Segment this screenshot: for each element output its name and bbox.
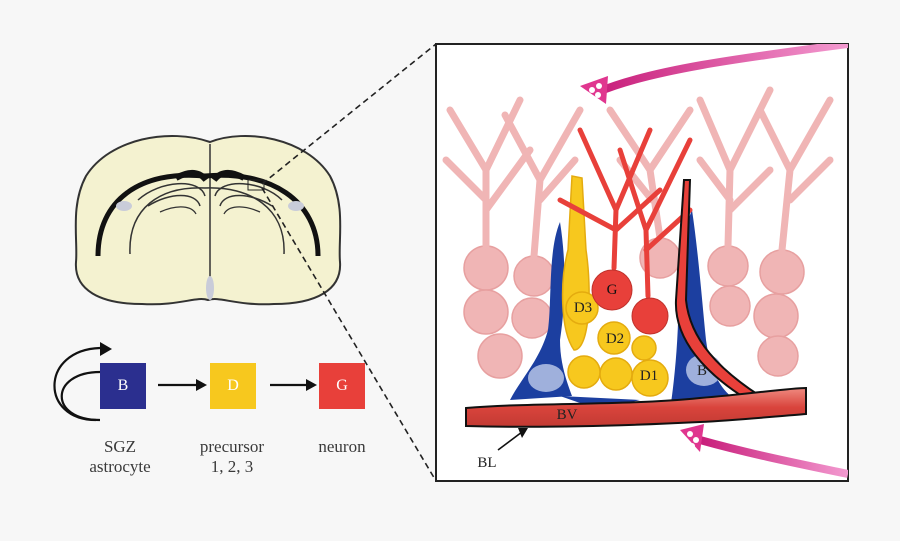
lineage-box-G: G xyxy=(319,363,365,409)
niche-label-D3: D3 xyxy=(573,300,593,316)
lineage-label-neuron: neuron xyxy=(318,437,366,456)
niche-label-D2: D2 xyxy=(605,331,625,347)
axon-terminal-icon xyxy=(580,44,848,104)
lineage-arrow-icon xyxy=(270,379,317,391)
niche-label-BL: BL xyxy=(477,455,497,471)
lineage-row xyxy=(53,342,317,422)
blood-vessel xyxy=(465,386,807,428)
lineage-arrow-icon xyxy=(158,379,207,391)
niche-label-BV: BV xyxy=(556,407,578,423)
niche-label-G: G xyxy=(606,282,618,298)
lineage-letter-G: G xyxy=(336,377,348,394)
lineage-box-D: D xyxy=(210,363,256,409)
lineage-label-astrocyte: SGZ astrocyte xyxy=(89,437,151,476)
mature-neurons xyxy=(463,237,805,379)
niche-panel xyxy=(442,44,848,478)
zoom-guide-lines xyxy=(247,43,437,482)
lineage-letter-D: D xyxy=(227,377,239,394)
immature-neurons xyxy=(557,127,693,299)
lineage-letter-B: B xyxy=(117,377,129,394)
lineage-label-precursor: precursor 1, 2, 3 xyxy=(199,437,265,476)
precursors xyxy=(561,175,669,397)
brain-section-icon xyxy=(74,135,342,306)
axon-terminal-icon xyxy=(680,424,848,478)
niche-label-B: B xyxy=(696,363,707,379)
niche-label-D1: D1 xyxy=(639,368,659,384)
lineage-box-B: B xyxy=(100,363,146,409)
